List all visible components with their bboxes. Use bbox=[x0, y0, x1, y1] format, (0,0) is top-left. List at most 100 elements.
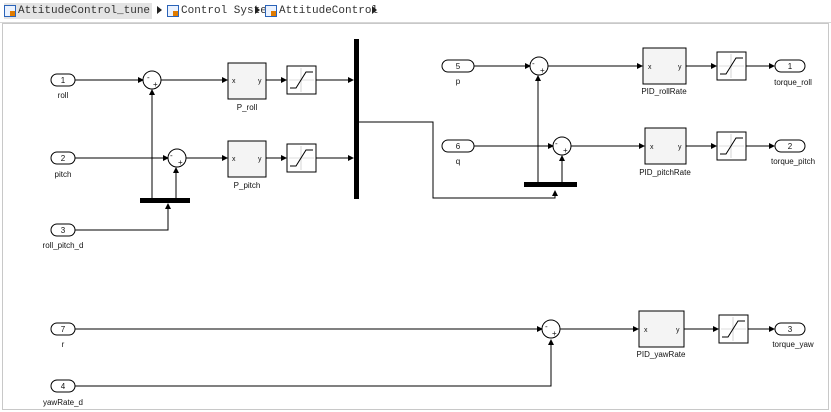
block-label: P_pitch bbox=[234, 181, 261, 190]
inport-p[interactable]: 5 p bbox=[441, 59, 475, 86]
inport-shape bbox=[441, 139, 475, 153]
saturation-curve bbox=[290, 149, 313, 167]
inport-label: pitch bbox=[55, 170, 72, 179]
sum-shape bbox=[142, 70, 162, 90]
outport-torque-pitch[interactable]: 2 torque_pitch bbox=[771, 139, 815, 166]
block-input-label: x bbox=[232, 78, 236, 85]
inport-label: p bbox=[456, 77, 461, 86]
block-output-label: y bbox=[258, 156, 262, 163]
sum-sign-minus: - bbox=[555, 139, 558, 148]
breadcrumb-item-attitudecontrol-tune[interactable]: AttitudeControl_tune bbox=[4, 3, 153, 19]
sum-block-yawrate[interactable]: - + bbox=[541, 319, 561, 339]
inport-number: 5 bbox=[456, 62, 461, 71]
sum-sign-minus: - bbox=[147, 73, 150, 82]
demux-block-angle[interactable] bbox=[140, 198, 190, 203]
breadcrumb: AttitudeControl_tune Control System Atti… bbox=[0, 0, 831, 23]
saturation-block-pitch[interactable] bbox=[286, 143, 317, 173]
block-output-label: y bbox=[678, 144, 682, 151]
outport-shape bbox=[774, 322, 806, 336]
saturation-block-yawrate[interactable] bbox=[718, 314, 749, 344]
outport-torque-roll[interactable]: 1 torque_roll bbox=[774, 59, 812, 87]
block-p-pitch[interactable]: x y P_pitch bbox=[227, 140, 267, 190]
saturation-block-pitchrate[interactable] bbox=[716, 131, 747, 161]
sum-shape bbox=[552, 136, 572, 156]
block-label: P_roll bbox=[237, 103, 258, 112]
inport-number: 3 bbox=[61, 226, 66, 235]
breadcrumb-item-control-system[interactable]: Control System bbox=[167, 3, 273, 19]
breadcrumb-arrow-icon bbox=[372, 6, 377, 14]
inport-shape bbox=[50, 322, 76, 336]
inport-r[interactable]: 7 r bbox=[50, 322, 76, 349]
sum-sign-minus: - bbox=[170, 151, 173, 160]
breadcrumb-arrow-icon bbox=[157, 6, 162, 14]
sum-sign-minus: - bbox=[545, 322, 548, 331]
inport-shape bbox=[50, 223, 76, 237]
subsystem-icon bbox=[265, 5, 277, 17]
inport-label: roll bbox=[58, 91, 69, 100]
inport-shape bbox=[50, 151, 76, 165]
saturation-curve bbox=[722, 320, 745, 338]
demux-block-rate[interactable] bbox=[524, 182, 577, 187]
block-label: PID_pitchRate bbox=[639, 168, 691, 177]
sum-sign-plus: + bbox=[552, 329, 557, 338]
block-pid-yawrate[interactable]: x y PID_yawRate bbox=[637, 310, 686, 359]
inport-number: 1 bbox=[61, 76, 66, 85]
sum-block-roll[interactable]: - + bbox=[142, 70, 162, 90]
sum-block-pitchrate[interactable]: - + bbox=[552, 136, 572, 156]
inport-pitch[interactable]: 2 pitch bbox=[50, 151, 76, 179]
block-input-label: x bbox=[644, 327, 648, 334]
block-output-label: y bbox=[676, 327, 680, 334]
sum-sign-minus: - bbox=[532, 59, 535, 68]
outport-number: 3 bbox=[788, 325, 793, 334]
breadcrumb-label: AttitudeControl_tune bbox=[18, 5, 151, 17]
inport-label: yawRate_d bbox=[43, 398, 83, 407]
sum-block-rollrate[interactable]: - + bbox=[529, 56, 549, 76]
breadcrumb-label: AttitudeControl bbox=[279, 5, 379, 17]
outport-number: 2 bbox=[788, 142, 793, 151]
inport-roll-pitch-d[interactable]: 3 roll_pitch_d bbox=[43, 223, 84, 250]
sum-shape bbox=[167, 148, 187, 168]
inport-label: roll_pitch_d bbox=[43, 241, 84, 250]
block-shape bbox=[227, 62, 267, 100]
block-pid-rollrate[interactable]: x y PID_rollRate bbox=[641, 47, 687, 96]
sum-block-pitch[interactable]: - + bbox=[167, 148, 187, 168]
signal-lines bbox=[75, 63, 775, 387]
block-output-label: y bbox=[258, 78, 262, 85]
outport-label: torque_roll bbox=[774, 78, 812, 87]
inport-yawrate-d[interactable]: 4 yawRate_d bbox=[43, 379, 83, 407]
sum-shape bbox=[541, 319, 561, 339]
breadcrumb-arrow-icon bbox=[255, 6, 260, 14]
saturation-block-roll[interactable] bbox=[286, 65, 317, 95]
sum-sign-plus: + bbox=[178, 158, 183, 167]
block-input-label: x bbox=[648, 64, 652, 71]
inport-label: q bbox=[456, 157, 460, 166]
inport-number: 4 bbox=[61, 382, 66, 391]
breadcrumb-item-attitudecontrol[interactable]: AttitudeControl bbox=[265, 3, 378, 19]
saturation-curve bbox=[720, 57, 743, 75]
block-shape bbox=[227, 140, 267, 178]
block-shape bbox=[644, 127, 687, 165]
block-p-roll[interactable]: x y P_roll bbox=[227, 62, 267, 112]
mux-block[interactable] bbox=[354, 39, 359, 199]
breadcrumb-label: Control System bbox=[181, 5, 274, 17]
block-input-label: x bbox=[232, 156, 236, 163]
outport-shape bbox=[774, 59, 806, 73]
block-pid-pitchrate[interactable]: x y PID_pitchRate bbox=[639, 127, 691, 177]
outport-shape bbox=[774, 139, 806, 153]
saturation-block-rollrate[interactable] bbox=[716, 51, 747, 81]
model-canvas[interactable] bbox=[2, 23, 829, 410]
block-input-label: x bbox=[650, 144, 654, 151]
inport-q[interactable]: 6 q bbox=[441, 139, 475, 166]
outport-torque-yaw[interactable]: 3 torque_yaw bbox=[772, 322, 814, 349]
inport-number: 2 bbox=[61, 154, 66, 163]
sum-shape bbox=[529, 56, 549, 76]
inport-number: 7 bbox=[61, 325, 66, 334]
outport-label: torque_pitch bbox=[771, 157, 815, 166]
model-icon bbox=[4, 5, 16, 17]
block-shape bbox=[638, 310, 685, 348]
saturation-curve bbox=[720, 137, 743, 155]
inport-roll[interactable]: 1 roll bbox=[50, 73, 76, 100]
sum-sign-plus: + bbox=[540, 66, 545, 75]
block-output-label: y bbox=[678, 64, 682, 71]
